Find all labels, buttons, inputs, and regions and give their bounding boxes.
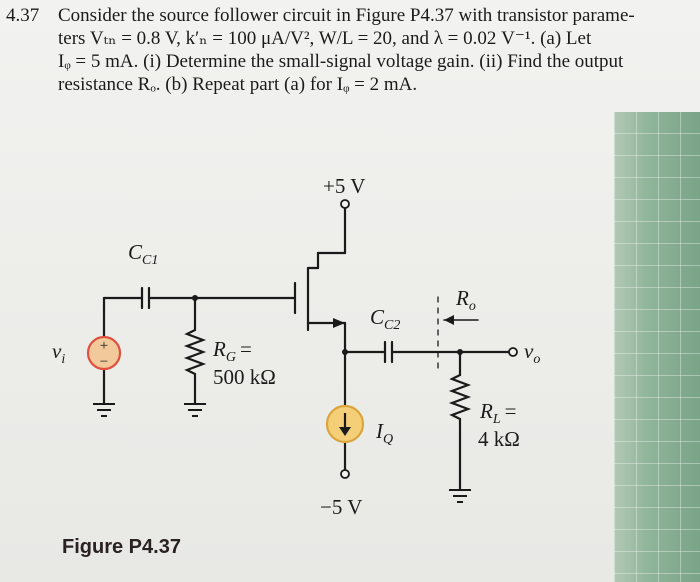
vo-label: vo: [524, 339, 540, 367]
problem-line-4: resistance Rₒ. (b) Repeat part (a) for I…: [58, 74, 418, 95]
background-wall: [614, 112, 700, 582]
rg-value: 500 kΩ: [213, 365, 276, 389]
source-minus-sign: −: [100, 354, 108, 370]
vdd-label: +5 V: [323, 174, 365, 198]
figure-caption: Figure P4.37: [62, 536, 181, 558]
vi-label: vi: [52, 339, 65, 367]
ground-symbol-source: [93, 403, 115, 417]
junction-dot: [342, 349, 348, 355]
problem-number: 4.37: [6, 5, 40, 26]
cc2-label: CC2: [370, 305, 400, 333]
vss-terminal: [340, 469, 350, 479]
circuit-wires: [102, 207, 511, 492]
junction-dot: [457, 349, 463, 355]
ground-symbol-rl: [449, 489, 471, 503]
source-plus-sign: +: [100, 338, 108, 354]
vss-label: −5 V: [320, 495, 362, 519]
output-terminal: [508, 347, 518, 357]
current-source-symbol: [325, 404, 365, 444]
vdd-terminal: [340, 199, 350, 209]
voltage-source-symbol: + −: [86, 335, 122, 371]
cc1-label: CC1: [128, 240, 158, 268]
rg-label: RG=: [212, 337, 252, 365]
rl-value: 4 kΩ: [478, 427, 520, 451]
problem-line-1: Consider the source follower circuit in …: [58, 5, 635, 26]
ro-label: Ro: [455, 286, 476, 314]
problem-line-3: Iᵩ = 5 mA. (i) Determine the small-signa…: [58, 51, 624, 72]
ground-symbol-rg: [184, 403, 206, 417]
problem-text: Consider the source follower circuit in …: [58, 4, 642, 96]
junction-dot: [192, 295, 198, 301]
problem-line-2: ters Vₜₙ = 0.8 V, k′ₙ = 100 μA/V², W/L =…: [58, 28, 592, 49]
iq-label: IQ: [375, 419, 393, 447]
rl-label: RL=: [479, 399, 516, 427]
